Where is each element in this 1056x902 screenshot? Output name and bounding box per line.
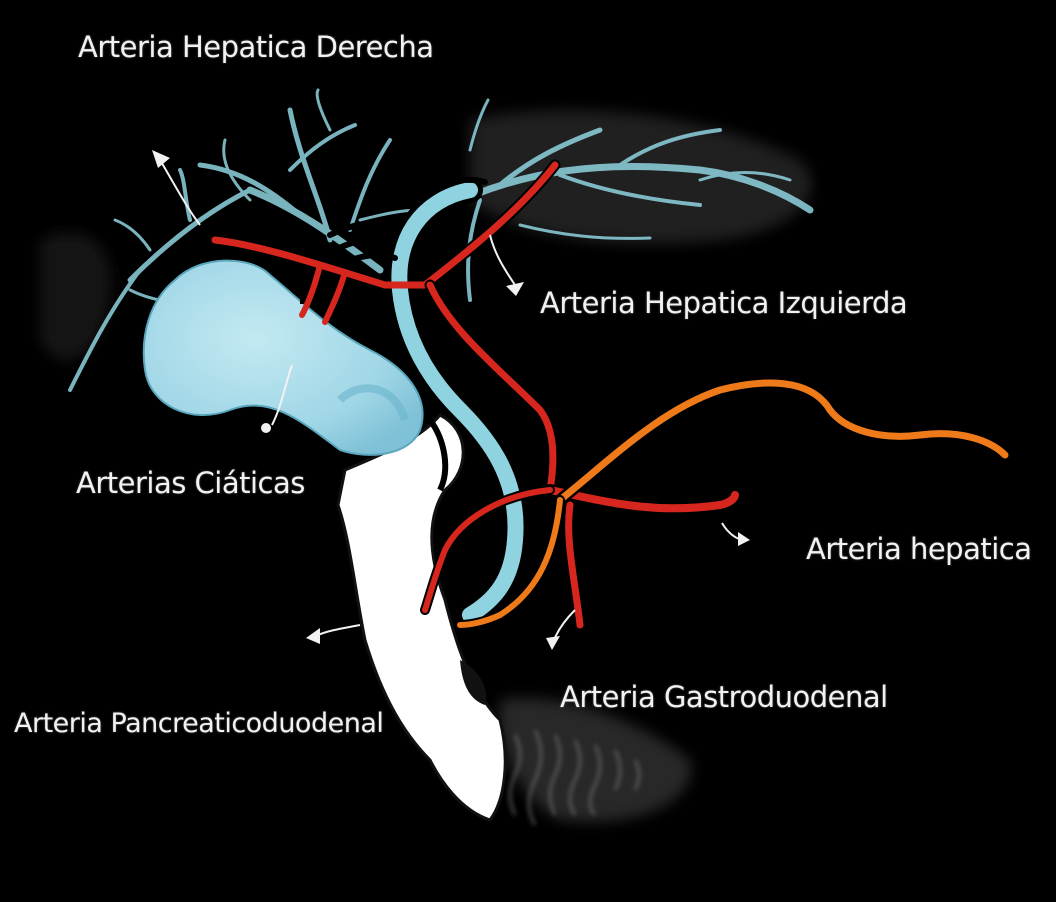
label-arteria-gastroduodenal: Arteria Gastroduodenal: [560, 680, 888, 714]
label-arterias-ciaticas: Arterias Ciáticas: [76, 466, 305, 500]
arrow-izquierda: [490, 235, 515, 285]
arrow-head-hepatica: [738, 532, 750, 546]
label-arteria-hepatica-izquierda: Arteria Hepatica Izquierda: [540, 286, 907, 320]
label-arteria-hepatica: Arteria hepatica: [806, 532, 1032, 566]
arrow-head-gastro: [546, 636, 560, 650]
arrow-gastro: [554, 610, 575, 640]
arrow-head-derecha: [152, 150, 170, 168]
gallbladder-shape: [144, 261, 423, 455]
arrow-head-pancrea: [306, 628, 320, 644]
arrow-head-ciaticas: [261, 423, 271, 433]
label-arteria-hepatica-derecha: Arteria Hepatica Derecha: [78, 30, 434, 64]
label-arteria-pancreaticoduodenal: Arteria Pancreaticoduodenal: [14, 708, 383, 739]
arrow-head-izquierda: [506, 282, 524, 296]
arrow-pancrea: [318, 625, 360, 635]
